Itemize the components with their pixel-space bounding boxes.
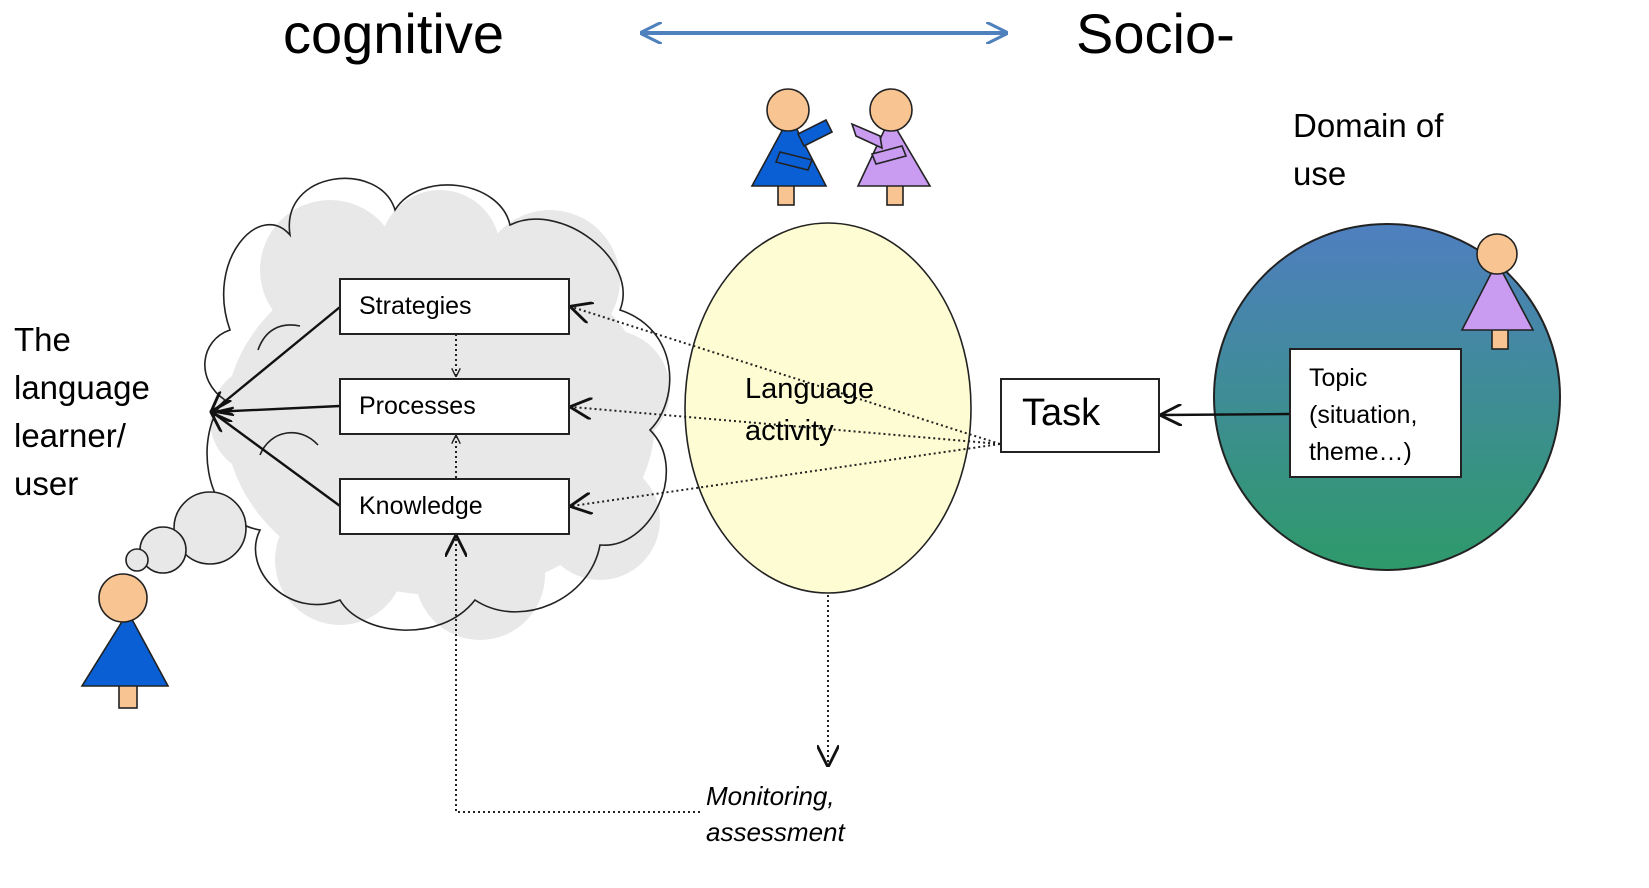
learner-label-line: user [14,465,79,502]
monitoring-feedback-arrow [456,537,700,813]
ray-to-processes [572,407,1001,445]
ray-to-knowledge [572,443,1001,506]
thought-bubble-large [173,491,247,565]
learner-figure [80,573,170,709]
learner-label-line: language [14,369,150,406]
strategies-box: Strategies [339,278,570,335]
language-activity-label: Language activity [745,368,874,452]
strategies-to-learner-arrow [212,306,341,412]
learner-label-line: learner/ [14,417,126,454]
speaker-figure-purple [850,88,932,206]
domain-label-line: use [1293,155,1347,192]
activity-label-line: Language [745,373,875,405]
domain-of-use-label: Domain of use [1293,102,1443,198]
language-activity-ellipse [684,222,972,594]
topic-label-line: (situation, [1309,401,1418,429]
task-box: Task [1000,378,1160,453]
monitoring-label: Monitoring, assessment [706,778,845,850]
topic-label-line: theme…) [1309,438,1412,466]
monitoring-label-line: assessment [706,817,845,847]
topic-to-task-arrow [1162,414,1290,415]
task-label: Task [1022,392,1101,434]
domain-user-figure [1460,233,1535,350]
topic-box: Topic (situation, theme…) [1289,348,1462,478]
activity-label-line: activity [745,415,834,447]
socio-heading: Socio- [1076,2,1235,65]
thought-bubble-small [125,548,149,572]
cognitive-heading: cognitive [283,2,505,65]
domain-label-line: Domain of [1293,107,1444,144]
knowledge-label: Knowledge [359,492,483,520]
strategies-label: Strategies [359,292,472,320]
knowledge-to-learner-arrow [212,412,341,507]
speaker-figure-blue [750,88,834,206]
topic-label: Topic (situation, theme…) [1309,360,1417,471]
knowledge-box: Knowledge [339,478,570,535]
learner-label-line: The [14,321,71,358]
processes-label: Processes [359,392,476,420]
topic-label-line: Topic [1309,364,1368,392]
processes-box: Processes [339,378,570,435]
learner-label: The language learner/ user [14,316,150,508]
monitoring-label-line: Monitoring, [706,781,835,811]
